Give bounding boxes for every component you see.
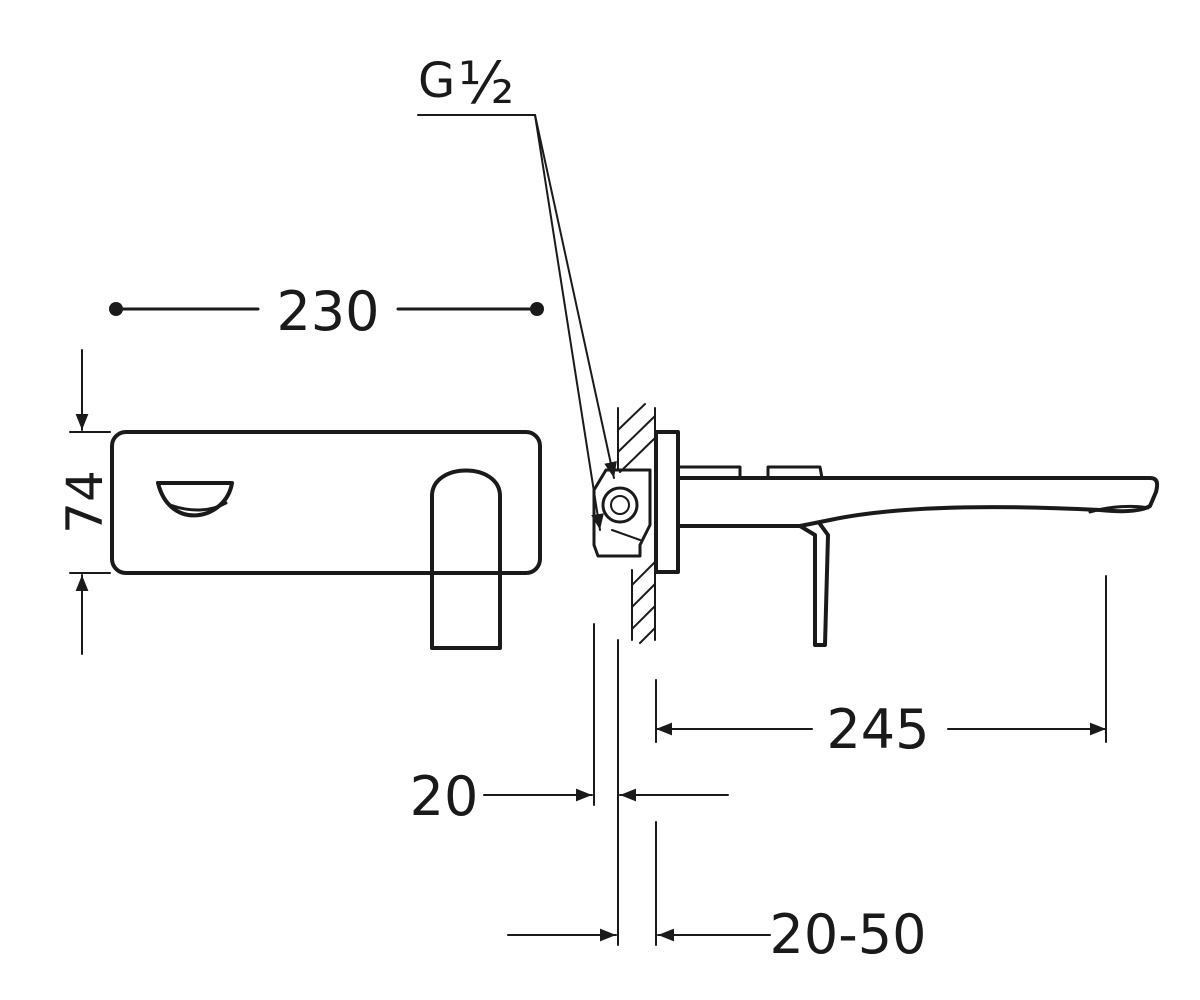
dimension-230: 230	[109, 280, 544, 343]
dimension-20-50-label: 20-50	[770, 903, 927, 966]
thread-label-fraction: ½	[458, 49, 514, 117]
dimension-230-label: 230	[276, 280, 379, 343]
dimension-20: 20	[410, 623, 729, 946]
side-wall-plate	[654, 430, 680, 574]
thread-callout: G ½	[417, 49, 617, 531]
spout-outlet-shape	[156, 481, 234, 518]
dimension-74-label: 74	[56, 470, 114, 534]
front-wall-plate	[110, 430, 542, 575]
front-view	[110, 430, 542, 650]
dimension-74: 74	[56, 349, 114, 655]
dimension-20-label: 20	[410, 765, 479, 828]
side-spout	[676, 476, 1160, 528]
dimension-245-label: 245	[826, 698, 929, 761]
inlet-connection	[601, 486, 639, 524]
wall-hatching	[617, 403, 656, 644]
side-handle-stem	[676, 522, 830, 647]
side-view	[592, 403, 1160, 647]
embedded-valve-body	[592, 468, 652, 558]
mixer-lever-handle	[430, 468, 502, 650]
dimension-245: 245	[655, 575, 1107, 761]
dimension-20-50: 20-50	[507, 821, 927, 966]
thread-label-main: G	[418, 53, 455, 109]
